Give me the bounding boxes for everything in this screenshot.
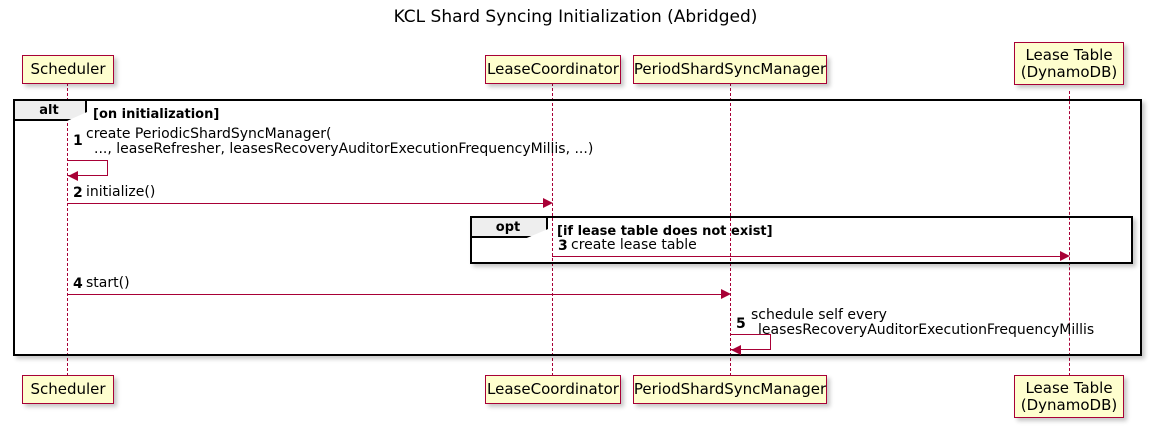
message-2-number: 2 (73, 185, 83, 201)
participant-scheduler-label-bottom: Scheduler (30, 380, 106, 398)
participant-lease-coordinator-label-bottom: LeaseCoordinator (487, 380, 619, 398)
message-4-number: 4 (73, 276, 83, 292)
message-2-label: initialize() (86, 184, 156, 200)
participant-period-shard-sync-manager-top[interactable]: PeriodShardSyncManager (633, 55, 827, 84)
participant-lease-table-label-bottom-line2: (DynamoDB) (1020, 395, 1118, 414)
participant-lease-table-label-line2: (DynamoDB) (1020, 62, 1118, 81)
participant-lease-coordinator-top[interactable]: LeaseCoordinator (485, 55, 621, 84)
participant-scheduler-label: Scheduler (30, 60, 106, 78)
fragment-opt-tab: opt (472, 218, 548, 238)
fragment-alt-tab: alt (15, 101, 87, 121)
message-4-line (67, 294, 722, 295)
message-5-self-loop (730, 334, 771, 350)
lifeline-lease-table (1069, 91, 1070, 376)
message-1-self-loop (67, 160, 108, 176)
message-4-label: start() (86, 275, 130, 291)
participant-scheduler-top[interactable]: Scheduler (22, 55, 114, 84)
fragment-alt-guard: [on initialization] (93, 107, 220, 122)
lifeline-lease-coordinator (552, 83, 553, 376)
message-5-arrowhead (731, 345, 741, 355)
fragment-alt-operator: alt (39, 102, 59, 118)
message-3-number: 3 (558, 238, 568, 254)
page-title: KCL Shard Syncing Initialization (Abridg… (393, 7, 758, 27)
message-3-arrowhead (1060, 251, 1070, 261)
message-3-label: create lease table (571, 237, 697, 253)
message-5-label-line1: schedule self every (751, 307, 887, 323)
message-5-number: 5 (736, 316, 746, 332)
fragment-opt-operator: opt (495, 219, 521, 235)
fragment-opt: opt (470, 216, 1133, 264)
participant-lease-coordinator-bottom[interactable]: LeaseCoordinator (485, 375, 621, 404)
fragment-opt-guard: [if lease table does not exist] (557, 224, 773, 239)
lifeline-period-shard-sync-manager (730, 83, 731, 376)
message-1-label-line2: ..., leaseRefresher, leasesRecoveryAudit… (94, 141, 594, 157)
participant-period-shard-sync-manager-label: PeriodShardSyncManager (633, 60, 827, 78)
participant-period-shard-sync-manager-label-bottom: PeriodShardSyncManager (633, 380, 827, 398)
participant-lease-table-top[interactable]: Lease Table (DynamoDB) (1014, 42, 1124, 85)
message-2-arrowhead (543, 198, 553, 208)
message-5-label-line2: leasesRecoveryAuditorExecutionFrequencyM… (758, 322, 1095, 338)
fragment-alt: alt (13, 99, 1142, 356)
message-4-arrowhead (721, 289, 731, 299)
participant-lease-table-label-line1: Lease Table (1025, 45, 1113, 64)
participant-period-shard-sync-manager-bottom[interactable]: PeriodShardSyncManager (633, 375, 827, 404)
participant-scheduler-bottom[interactable]: Scheduler (22, 375, 114, 404)
participant-lease-table-bottom[interactable]: Lease Table (DynamoDB) (1014, 375, 1124, 418)
lifeline-scheduler (67, 83, 68, 376)
participant-lease-table-label-bottom-line1: Lease Table (1025, 378, 1113, 397)
message-1-number: 1 (73, 133, 83, 149)
participant-lease-coordinator-label: LeaseCoordinator (487, 60, 619, 78)
message-2-line (67, 203, 544, 204)
message-1-label-line1: create PeriodicShardSyncManager( (86, 126, 332, 142)
message-1-arrowhead (68, 171, 78, 181)
message-3-line (552, 256, 1063, 257)
